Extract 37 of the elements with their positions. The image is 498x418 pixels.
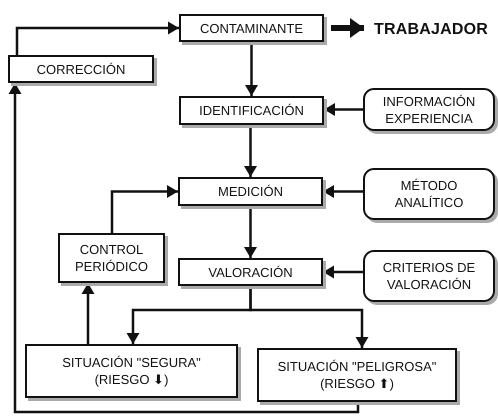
process-box [179,96,324,125]
arrow [323,266,363,278]
arrow [331,18,364,38]
node-label: CRITERIOS DE VALORACIÓN [382,259,476,293]
node-label: MEDICIÓN [218,183,283,200]
node-label: SITUACIÓN "SEGURA" [62,354,201,371]
node-label: (RIESGO ⬇) [94,371,168,388]
node-label: INFORMACIÓN EXPERIENCIA [382,92,476,126]
process-box [178,258,323,286]
arrow [324,103,363,116]
node-label: CONTROL PERIÓDICO [74,241,149,275]
outcome-box [25,344,238,398]
process-box [179,14,324,42]
outcome-box [257,348,457,402]
arrow [110,185,178,233]
node-label: VALORACIÓN [208,264,293,280]
arrow [249,286,368,348]
arrow [16,22,179,55]
node-label: IDENTIFICACIÓN [199,102,304,119]
process-box [58,233,165,283]
node-label: SITUACIÓN "PELIGROSA" [278,358,436,375]
arrow [323,185,363,198]
arrow [244,206,257,258]
node-label: (RIESGO ⬆) [320,375,394,392]
process-box [178,177,323,206]
arrow [244,125,257,177]
arrow [82,283,94,344]
arrow [8,83,360,414]
process-box [8,55,154,83]
arrow [245,42,258,96]
node-label: MÉTODO ANALÍTICO [394,177,464,211]
input-box [363,250,495,302]
node-label: CORRECCIÓN [36,60,126,78]
input-box [363,168,495,220]
input-box [363,88,495,131]
node-label: CONTAMINANTE [200,20,304,36]
target-label: TRABAJADOR [374,20,488,38]
